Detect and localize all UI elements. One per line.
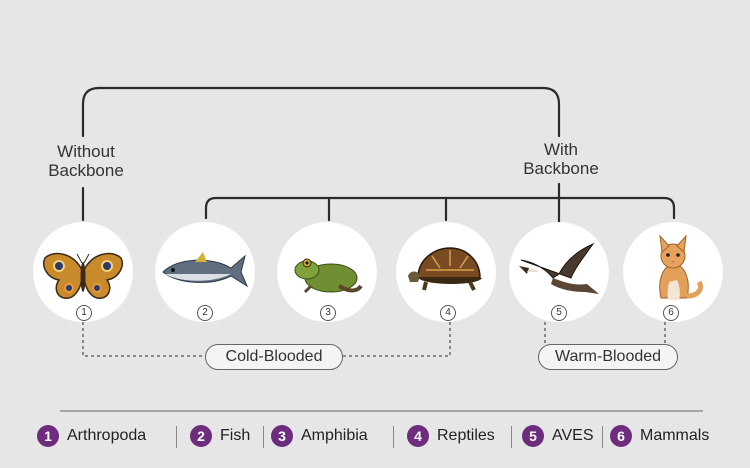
legend-label: Fish [220,427,251,444]
legend-item-amphibia: 3 Amphibia [271,424,368,448]
legend-number: 6 [610,425,632,447]
warm-blooded-pill: Warm-Blooded [538,344,678,370]
legend-item-mammals: 6 Mammals [610,424,709,448]
animal-number-2: 2 [197,305,213,321]
legend-item-fish: 2 Fish [190,424,250,448]
animal-number-6: 6 [663,305,679,321]
cold-blooded-bracket [82,322,451,357]
vertebrate-bar [204,196,676,220]
without-backbone-label: Without Backbone [44,142,128,180]
animal-number-4: 4 [440,305,456,321]
animal-number-1: 1 [76,305,92,321]
fish-icon [162,252,249,288]
legend-item-arthropoda: 1 Arthropoda [37,424,146,448]
legend-label: Mammals [640,427,710,444]
legend-item-reptiles: 4 Reptiles [407,424,495,448]
legend-separator [263,426,264,448]
animal-circle-4 [396,222,496,322]
legend-separator [176,426,177,448]
legend-separator [511,426,512,448]
legend-label: Arthropoda [67,427,147,444]
with-backbone-label: With Backbone [514,140,608,178]
cold-blooded-pill: Cold-Blooded [205,344,343,370]
legend-number: 2 [190,425,212,447]
legend-item-aves: 5 AVES [522,424,594,448]
turtle-icon [408,247,482,291]
legend-label: AVES [552,427,594,444]
cat-icon [659,234,703,300]
top-connector [81,86,561,138]
legend-separator [393,426,394,448]
frog-icon [294,258,363,294]
legend-number: 5 [522,425,544,447]
legend-label: Amphibia [301,427,368,444]
animal-number-5: 5 [551,305,567,321]
legend-number: 4 [407,425,429,447]
animal-number-3: 3 [320,305,336,321]
warm-blooded-bracket [544,322,666,344]
legend-number: 3 [271,425,293,447]
eagle-icon [519,242,599,294]
legend-label: Reptiles [437,427,495,444]
butterfly-icon [43,252,123,299]
legend-number: 1 [37,425,59,447]
legend-separator [602,426,603,448]
